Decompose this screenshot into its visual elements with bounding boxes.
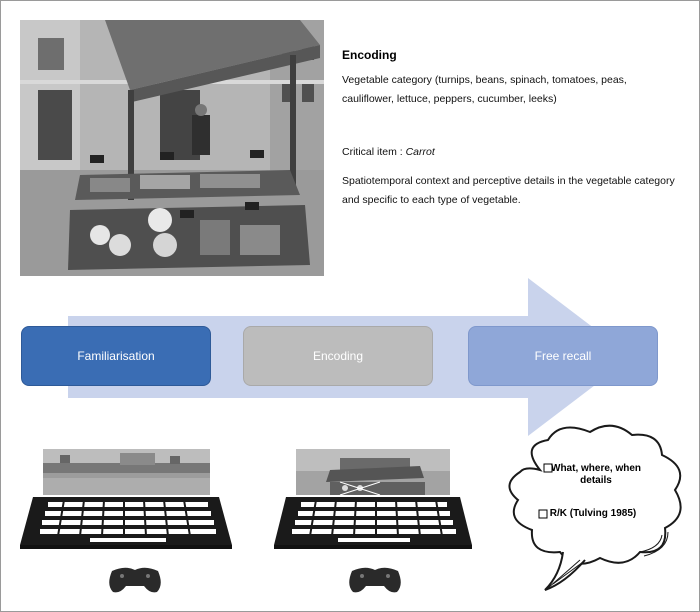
laptop-familiarisation-icon <box>20 449 232 549</box>
gamepad-familiarisation-icon <box>109 567 161 593</box>
checkbox-icon <box>543 463 553 473</box>
stage-encoding: Encoding <box>243 326 433 386</box>
laptop-encoding-icon <box>274 449 472 549</box>
stage-familiarisation: Familiarisation <box>21 326 211 386</box>
vegetable-category-text: Vegetable category (turnips, beans, spin… <box>342 74 627 105</box>
thought-cloud-icon <box>508 424 682 591</box>
stage-free-recall: Free recall <box>468 326 658 386</box>
recall-item-what-where-when: What, where, when details <box>551 463 642 486</box>
critical-item-value: Carrot <box>405 146 435 158</box>
context-description: Spatiotemporal context and perceptive de… <box>342 175 675 206</box>
encoding-title: Encoding <box>342 48 397 62</box>
critical-item-label: Critical item : <box>342 146 406 158</box>
checkbox-icon <box>538 509 548 519</box>
critical-item-text: Critical item : Carrot <box>342 143 435 162</box>
recall-item-rk: R/K (Tulving 1985) <box>549 508 637 519</box>
gamepad-encoding-icon <box>349 567 401 593</box>
market-stall-image <box>20 20 324 276</box>
